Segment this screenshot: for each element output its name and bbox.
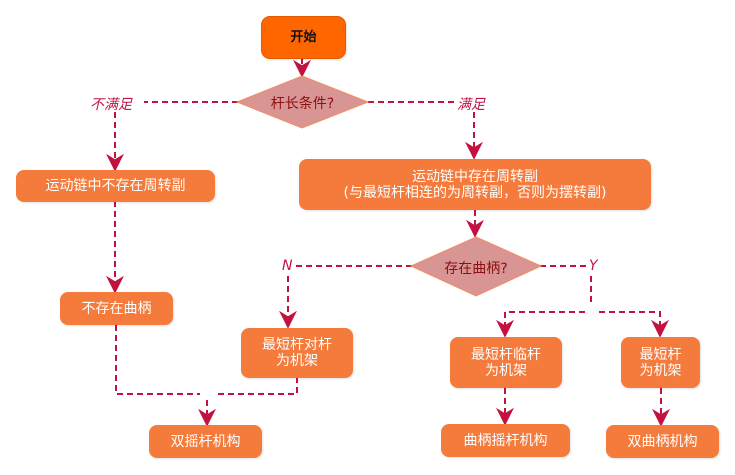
opposite-frame-line2: 为机架 [276,353,318,369]
crank-no-label: N [282,258,293,274]
has-revolute-node: 运动链中存在周转副 (与最短杆相连的为周转副，否则为摆转副) [299,159,651,210]
shortest-frame-line1: 最短杆 [639,346,682,363]
has-revolute-line2: (与最短杆相连的为周转副，否则为摆转副) [343,184,607,201]
branch-no-label: 不满足 [90,97,132,113]
decision-bar-condition-shape [235,75,370,129]
decision-bar-condition-label: 杆长条件? [270,96,335,112]
opposite-frame-node: 最短杆对杆 为机架 [241,328,353,378]
adjacent-frame-node: 最短杆临杆 为机架 [450,337,562,388]
edge-opposite-frame-merge [214,377,298,395]
edge-no-crank-merge [115,325,200,395]
start-label: 开始 [290,29,317,45]
double-rocker-node: 双摇杆机构 [149,425,262,458]
shortest-frame-node: 最短杆 为机架 [621,337,700,388]
double-crank-label: 双曲柄机构 [627,433,698,450]
opposite-frame-line1: 最短杆对杆 [262,337,332,353]
double-crank-node: 双曲柄机构 [606,425,719,458]
no-crank-node: 不存在曲柄 [60,292,173,325]
shortest-frame-line2: 为机架 [639,362,682,379]
no-crank-label: 不存在曲柄 [81,300,152,317]
double-rocker-label: 双摇杆机构 [170,433,241,450]
crank-rocker-label: 曲柄摇杆机构 [463,432,548,449]
adjacent-frame-line2: 为机架 [485,362,527,379]
no-revolute-node: 运动链中不存在周转副 [16,170,215,202]
crank-rocker-node: 曲柄摇杆机构 [441,424,570,457]
crank-yes-label: Y [589,258,598,274]
edge-yes-split-right [599,311,669,338]
branch-yes-label: 满足 [457,97,485,113]
no-revolute-label: 运动链中不存在周转副 [45,178,186,194]
edge-yes-split-left [496,311,585,338]
has-revolute-line1: 运动链中存在周转副 [412,168,538,185]
decision-crank-label: 存在曲柄? [444,261,508,277]
adjacent-frame-line1: 最短杆临杆 [471,346,541,363]
start-node: 开始 [261,16,346,59]
decision-crank-shape [409,236,543,297]
